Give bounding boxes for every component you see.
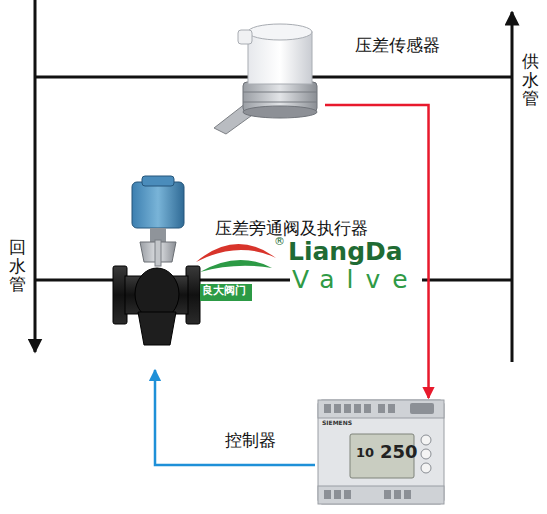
watermark-text: 良大阀门 [202, 285, 246, 298]
pipe-label: 供水管 [522, 52, 539, 108]
watermark-logo [196, 244, 276, 301]
node-label: 控制器 [225, 430, 357, 450]
display-number: 10 [356, 446, 374, 461]
node-label: 压差传感器 [355, 35, 465, 55]
pipe-label: 回水管 [9, 238, 26, 294]
watermark-text: Valve [290, 266, 422, 295]
registered-mark: ® [274, 236, 285, 249]
watermark-text: LiangDa [288, 238, 403, 267]
display-number: 250 [380, 442, 418, 463]
pressure-sensor-illustration [214, 24, 317, 134]
controller-illustration [318, 400, 444, 504]
pipe-lines [35, 0, 512, 362]
bypass-valve-illustration [113, 176, 200, 345]
sensor-node: 压差传感器 [215, 20, 325, 135]
brand-text: SIEMENS [322, 420, 352, 427]
valve-node: 压差旁通阀及执行器 [108, 172, 208, 370]
node-label: 压差旁通阀及执行器 [215, 218, 315, 238]
control-arrow [155, 370, 315, 465]
